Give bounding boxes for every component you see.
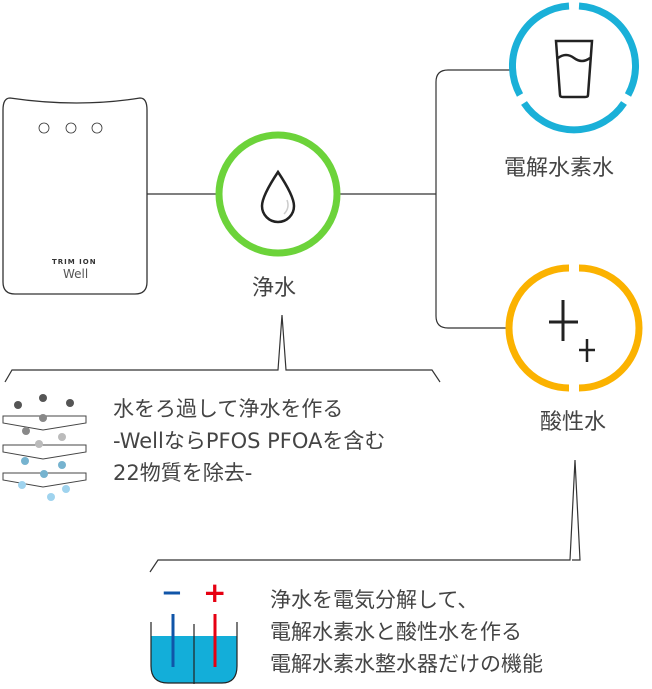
electrolysis-desc-line: 電解水素水整水器だけの機能: [270, 652, 543, 676]
filter-desc-line: -WellならPFOS PFOAを含む: [113, 429, 386, 453]
filter-desc-line: 水をろ過して浄水を作る: [113, 397, 344, 421]
filter-desc-line: 22物質を除去-: [113, 461, 253, 485]
plus-sign: +: [203, 576, 227, 609]
hydrogen-water-icon: [508, 2, 640, 134]
electrolysis-desc-line: 電解水素水と酸性水を作る: [270, 620, 522, 644]
purified-water-label: 浄水: [252, 276, 297, 301]
device-illustration: [2, 97, 148, 295]
electrolysis-description: 浄水を電気分解して、 電解水素水と酸性水を作る 電解水素水整水器だけの機能: [270, 584, 543, 680]
hydrogen-water-label: 電解水素水: [504, 156, 615, 181]
device-brand: TRIM ION: [52, 258, 97, 266]
device-model: Well: [63, 267, 89, 281]
acidic-water-icon: [505, 264, 643, 392]
filter-description: 水をろ過して浄水を作る -WellならPFOS PFOAを含む 22物質を除去-: [113, 393, 385, 489]
minus-sign: −: [161, 578, 183, 608]
electrolysis-desc-line: 浄水を電気分解して、: [270, 588, 479, 612]
acidic-water-label: 酸性水: [540, 410, 607, 435]
purified-water-icon: [215, 131, 341, 257]
electrolysis-icon: [150, 614, 238, 684]
filter-icon: [2, 394, 87, 501]
connector-lines: [4, 69, 581, 573]
